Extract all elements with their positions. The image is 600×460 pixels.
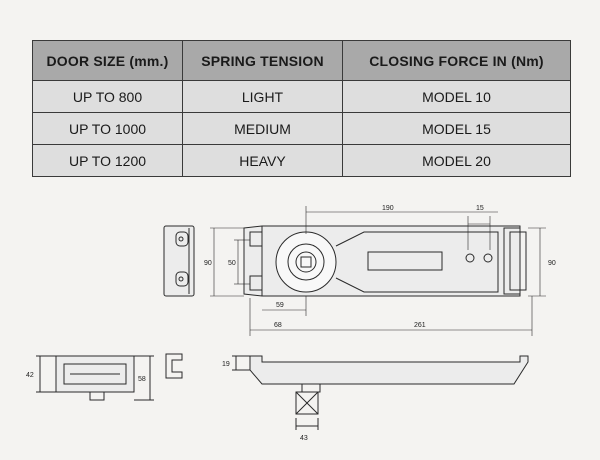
- dim-261: 261: [414, 322, 426, 329]
- dim-19: 19: [222, 361, 230, 368]
- header-door-size: DOOR SIZE (mm.): [32, 40, 183, 81]
- dim-90-right: 90: [548, 260, 556, 267]
- dimension-lines-top: [210, 206, 546, 336]
- dim-90-left: 90: [204, 260, 212, 267]
- dimension-labels: 190 15 90 50 90 59 68 261 42 58 19 43: [26, 205, 556, 442]
- cell-closing-force: MODEL 20: [342, 144, 571, 177]
- dim-190: 190: [382, 205, 394, 212]
- cell-door-size: UP TO 800: [32, 80, 183, 113]
- closer-side-view-long: [232, 355, 529, 430]
- closer-body-top-view: [243, 225, 527, 297]
- table-header-row: DOOR SIZE (mm.) SPRING TENSION CLOSING F…: [32, 40, 571, 81]
- dim-58: 58: [138, 376, 146, 383]
- cell-closing-force: MODEL 10: [342, 80, 571, 113]
- end-bracket-top-view: [163, 225, 195, 297]
- cell-spring-tension: HEAVY: [182, 144, 343, 177]
- dim-68: 68: [274, 322, 282, 329]
- dim-42: 42: [26, 372, 34, 379]
- closer-side-view-small: [36, 353, 183, 401]
- dim-15: 15: [476, 205, 484, 212]
- spec-table: DOOR SIZE (mm.) SPRING TENSION CLOSING F…: [32, 40, 571, 177]
- cell-spring-tension: MEDIUM: [182, 112, 343, 145]
- dim-43: 43: [300, 435, 308, 442]
- cell-spring-tension: LIGHT: [182, 80, 343, 113]
- cell-door-size: UP TO 1000: [32, 112, 183, 145]
- dim-50: 50: [228, 260, 236, 267]
- cell-closing-force: MODEL 15: [342, 112, 571, 145]
- dim-59: 59: [276, 302, 284, 309]
- table-row: UP TO 1000 MEDIUM MODEL 15: [32, 112, 571, 145]
- table-row: UP TO 800 LIGHT MODEL 10: [32, 80, 571, 113]
- table-row: UP TO 1200 HEAVY MODEL 20: [32, 144, 571, 177]
- cell-door-size: UP TO 1200: [32, 144, 183, 177]
